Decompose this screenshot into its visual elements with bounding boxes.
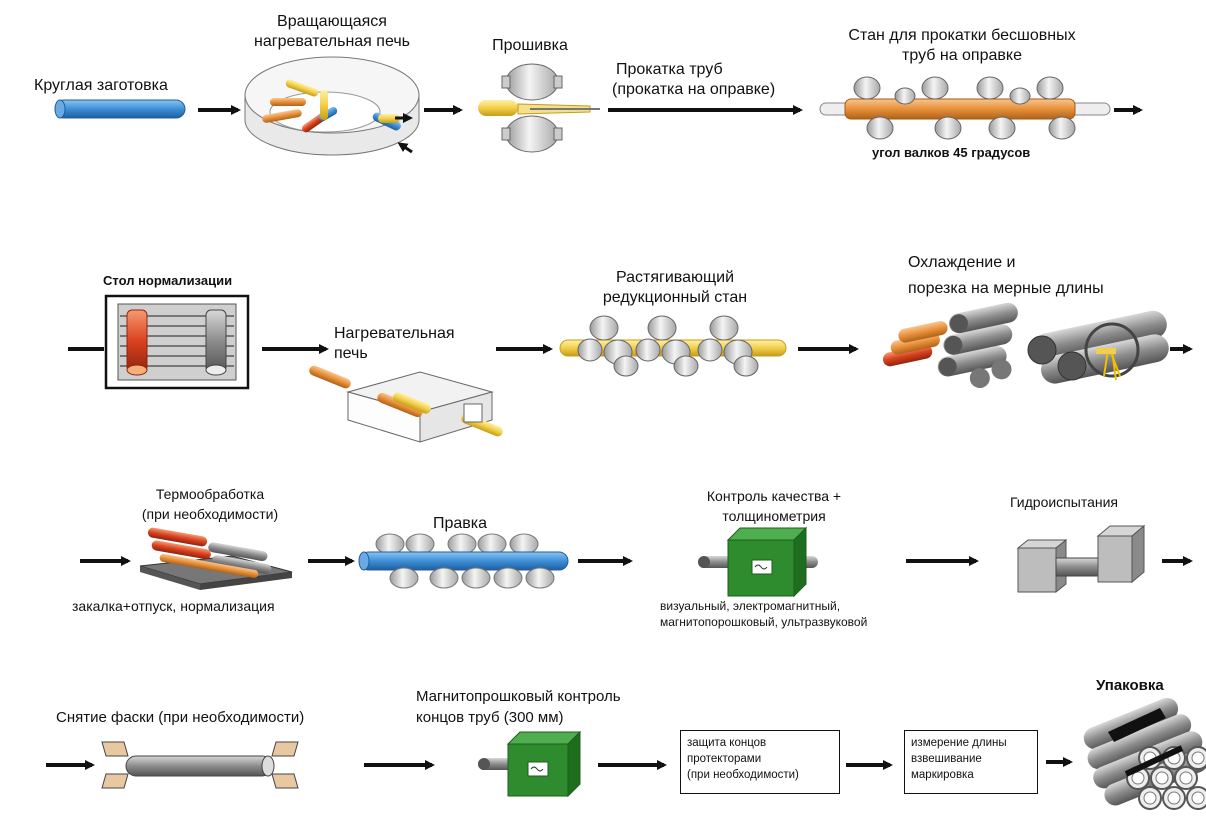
tube-rolling-label: Прокатка труб (прокатка на оправке) [612, 60, 775, 100]
tube-rolling-label-line2: (прокатка на оправке) [612, 81, 776, 98]
cooling-cutting-label: Охлаждение и порезка на мерные длины [908, 250, 1104, 302]
stretch-reducing-mill [559, 315, 787, 377]
packing-label: Упаковка [1096, 677, 1164, 694]
measure-marking-box: измерение длины взвешивание маркировка [904, 730, 1038, 794]
billet-label: Круглая заготовка [34, 77, 168, 94]
end-protectors-line3: (при необходимости) [687, 769, 799, 781]
rotary-furnace-label: Вращающаяся нагревательная печь [222, 12, 442, 52]
heat-treatment-label-line1: Термообработка [155, 486, 265, 502]
tube-bundle [1083, 697, 1206, 810]
hydrotest-label: Гидроиспытания [1010, 494, 1118, 510]
heating-furnace-label: Нагревательная печь [334, 324, 455, 364]
heating-furnace-label-line2: печь [334, 345, 368, 362]
stretch-mill-label-line1: Растягивающий [615, 269, 735, 286]
quality-control-label: Контроль качества + толщинометрия [676, 486, 872, 526]
mandrel-mill-label-line2: труб на оправке [902, 47, 1022, 64]
round-billet [54, 99, 186, 119]
heat-treatment-unit [139, 527, 293, 590]
chamfering-machine [101, 741, 299, 789]
cooling-cutting-label-line1: Охлаждение и [908, 254, 1016, 271]
quality-control-label-line2: толщинометрия [722, 508, 826, 524]
heating-furnace [309, 365, 503, 443]
rotary-furnace [244, 56, 420, 156]
straightening-machine [358, 533, 569, 589]
quality-inspection-station [698, 526, 818, 598]
normalizing-table [104, 294, 250, 390]
measure-marking-line1: измерение длины [911, 737, 1007, 749]
straightening-label: Правка [432, 515, 488, 532]
piercing-label: Прошивка [492, 37, 568, 54]
cooling-and-cutting [882, 302, 1169, 389]
heat-treatment-label-line2: (при необходимости) [141, 506, 279, 522]
heat-treatment-note: закалка+отпуск, нормализация [72, 598, 275, 614]
rotary-furnace-label-line1: Вращающаяся [277, 13, 387, 30]
magnetic-particle-station [478, 730, 582, 798]
measure-marking-line2: взвешивание [911, 753, 982, 765]
inspection-methods-line1: визуальный, электромагнитный, [660, 599, 841, 613]
mandrel-mill-label-line1: Стан для прокатки бесшовных [848, 27, 1076, 44]
end-protectors-box: защита концов протекторами (при необходи… [680, 730, 840, 794]
mpi-ends-label-line1: Магнитопрошковый контроль [416, 688, 621, 705]
inspection-methods-note: визуальный, электромагнитный, магнитопор… [660, 598, 867, 630]
measure-marking-line3: маркировка [911, 769, 974, 781]
mpi-ends-label-line2: концов труб (300 мм) [416, 709, 564, 726]
rotary-furnace-label-line2: нагревательная печь [254, 33, 410, 50]
chamfering-label: Снятие фаски (при необходимости) [56, 709, 305, 726]
mandrel-mill [819, 76, 1111, 140]
piercing-mill [478, 63, 600, 153]
heating-furnace-label-line1: Нагревательная [334, 325, 455, 342]
inspection-methods-line2: магнитопорошковый, ультразвуковой [660, 615, 868, 629]
heat-treatment-label: Термообработка (при необходимости) [110, 484, 310, 524]
tube-rolling-label-line1: Прокатка труб [616, 61, 723, 78]
roll-angle-caption: угол валков 45 градусов [872, 145, 1031, 160]
stretch-mill-label: Растягивающий редукционный стан [570, 268, 780, 308]
normalizing-table-label: Стол нормализации [103, 273, 233, 288]
end-protectors-line1: защита концов [687, 737, 767, 749]
end-protectors-line2: протекторами [687, 753, 762, 765]
cooling-cutting-label-line2: порезка на мерные длины [908, 280, 1104, 297]
quality-control-label-line1: Контроль качества + [706, 488, 842, 504]
mandrel-mill-label: Стан для прокатки бесшовных труб на опра… [812, 26, 1112, 66]
stretch-mill-label-line2: редукционный стан [602, 289, 748, 306]
mpi-ends-label: Магнитопрошковый контроль концов труб (3… [416, 686, 621, 728]
hydrotest-press [1016, 524, 1146, 594]
